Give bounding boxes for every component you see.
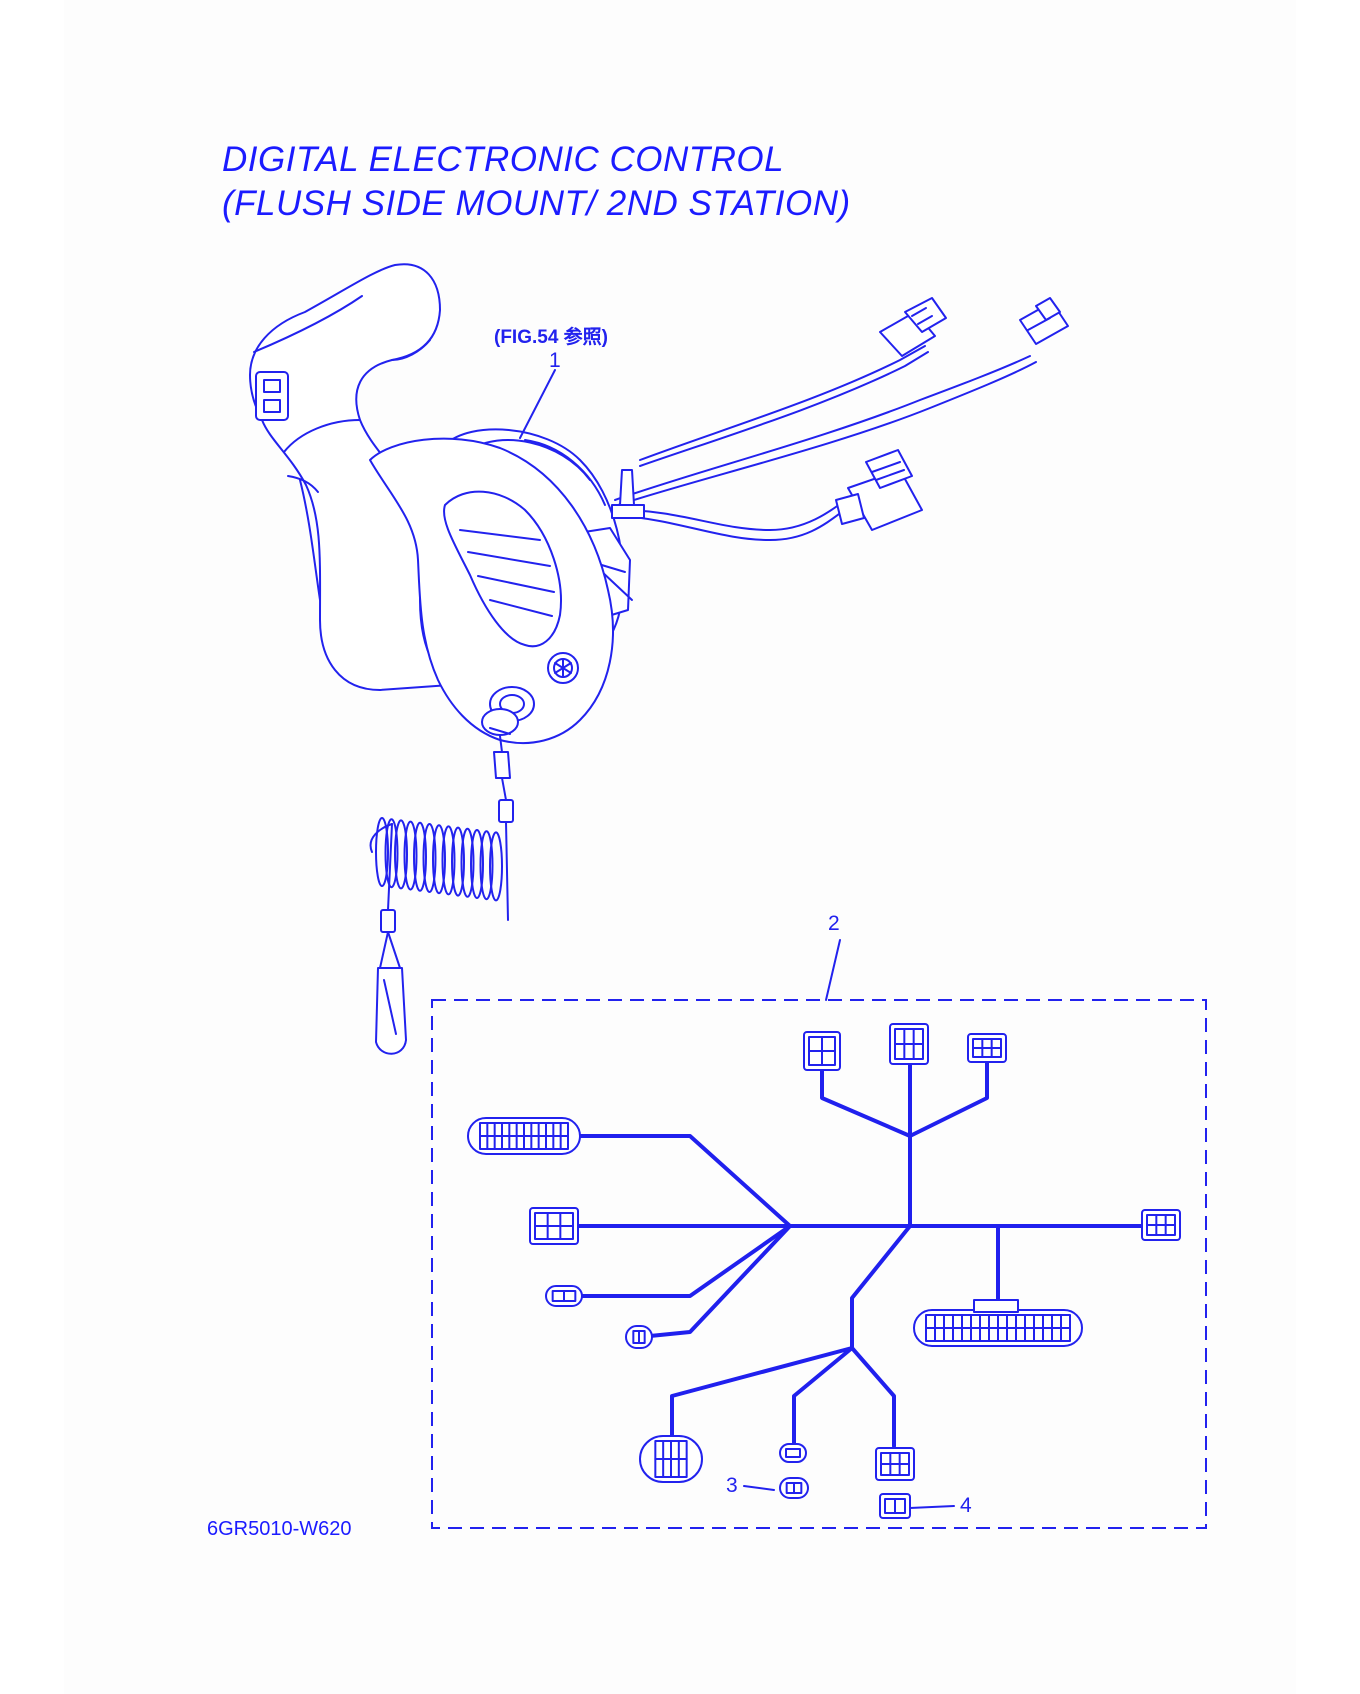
connector-icon bbox=[529, 1207, 579, 1245]
connector-icon bbox=[545, 1285, 583, 1307]
drawing-code: 6GR5010-W620 bbox=[207, 1518, 352, 1540]
callout-3: 3 bbox=[726, 1474, 738, 1497]
harness-kit-boundary bbox=[431, 999, 1207, 1529]
connector-icon bbox=[779, 1443, 807, 1463]
connector-icon bbox=[879, 297, 947, 357]
callout-3-leader bbox=[743, 1485, 775, 1491]
drawing-sheet bbox=[64, 0, 1296, 1694]
callout-4-leader bbox=[909, 1505, 955, 1509]
connector-icon bbox=[467, 1117, 581, 1155]
callout-1: 1 bbox=[549, 349, 561, 372]
connector-icon bbox=[835, 449, 923, 531]
control-unit-wiring bbox=[611, 297, 1069, 541]
coiled-lanyard-icon bbox=[369, 817, 503, 902]
connector-icon bbox=[639, 1435, 703, 1483]
remote-control-unit bbox=[249, 263, 633, 1055]
wire-harness bbox=[576, 1058, 1145, 1452]
callout-1-leader bbox=[519, 369, 556, 439]
harness-connectors bbox=[467, 1023, 1181, 1519]
callout-4: 4 bbox=[960, 1494, 972, 1517]
connector-icon bbox=[803, 1031, 841, 1071]
callout-2-leader bbox=[825, 939, 841, 1001]
connector-icon bbox=[889, 1023, 929, 1065]
callout-2: 2 bbox=[828, 912, 840, 935]
connector-icon bbox=[875, 1447, 915, 1481]
connector-icon bbox=[967, 1033, 1007, 1063]
connector-icon bbox=[1019, 297, 1069, 345]
connector-icon bbox=[879, 1493, 911, 1519]
connector-icon bbox=[625, 1325, 653, 1349]
figure-reference: (FIG.54 参照) bbox=[494, 325, 608, 348]
connector-icon bbox=[779, 1477, 809, 1499]
connector-icon bbox=[1141, 1209, 1181, 1241]
connector-icon bbox=[913, 1309, 1083, 1347]
diagram-title-line-1: DIGITAL ELECTRONIC CONTROL bbox=[222, 140, 785, 179]
diagram-title-line-2: (FLUSH SIDE MOUNT/ 2ND STATION) bbox=[222, 184, 851, 223]
